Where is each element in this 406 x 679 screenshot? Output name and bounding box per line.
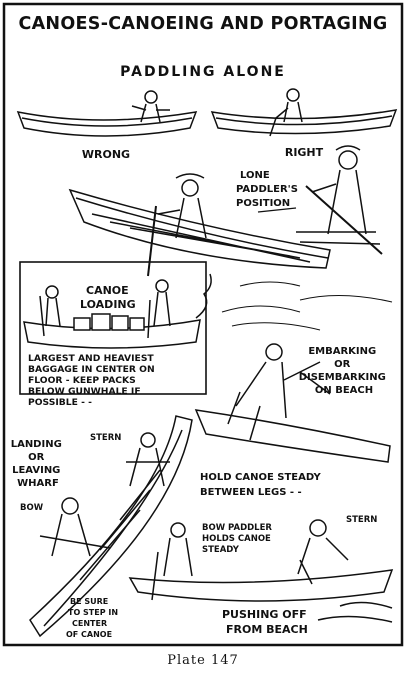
lone-paddler-canoe-drawing — [68, 145, 383, 277]
wrong-canoe-drawing — [16, 90, 198, 137]
water-lines — [221, 281, 393, 331]
canoe-loading-label: CANOE LOADING — [80, 284, 136, 311]
landing-label: LANDING OR LEAVING WHARF — [11, 439, 66, 489]
plate-title: CANOES-CANOEING AND PORTAGING — [18, 14, 387, 34]
pushing-off-drawing — [128, 519, 394, 623]
baggage-note: LARGEST AND HEAVIEST BAGGAGE IN CENTER O… — [28, 353, 158, 408]
plate-subtitle: PADDLING ALONE — [120, 64, 286, 80]
label-right: RIGHT — [285, 146, 324, 159]
landing-drawing — [29, 415, 193, 638]
plate-caption: Plate 147 — [167, 653, 239, 668]
canoe-loading-drawing — [23, 273, 212, 349]
embarking-drawing — [194, 343, 391, 463]
bow-label: BOW — [20, 503, 44, 513]
bow-paddler-note: BOW PADDLER HOLDS CANOE STEADY — [202, 523, 275, 555]
label-wrong: WRONG — [82, 148, 130, 161]
stern-label-beach: STERN — [346, 515, 377, 525]
hold-canoe-note: HOLD CANOE STEADY BETWEEN LEGS - - — [200, 472, 324, 498]
be-sure-note: BE SURE TO STEP IN CENTER OF CANOE — [66, 597, 121, 639]
pushing-off-label: PUSHING OFF FROM BEACH — [222, 608, 311, 636]
lone-paddler-arrow — [257, 207, 297, 213]
right-canoe-drawing — [210, 88, 398, 137]
loading-panel-frame — [19, 261, 207, 395]
stern-label-wharf: STERN — [90, 433, 121, 443]
lone-paddler-label: LONE PADDLER'S POSITION — [236, 170, 301, 209]
embarking-label: EMBARKING OR DISEMBARKING ON BEACH — [299, 346, 390, 396]
plate-border — [2, 2, 404, 647]
